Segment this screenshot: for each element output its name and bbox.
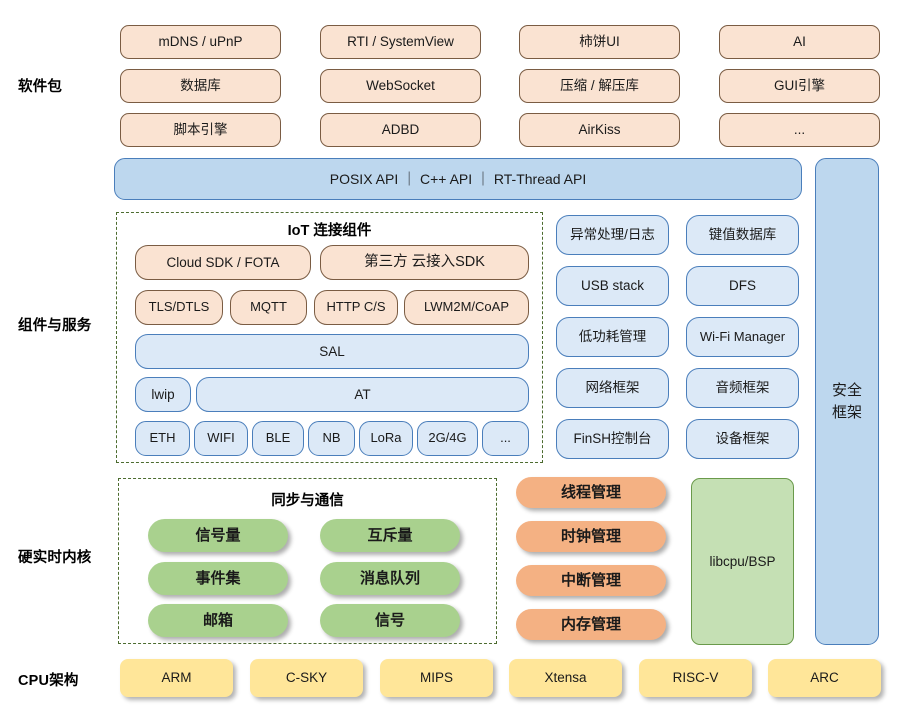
- package-box[interactable]: 脚本引擎: [120, 113, 281, 147]
- cpu-arch-box[interactable]: ARM: [120, 659, 233, 697]
- kernel-manager-box[interactable]: 线程管理: [516, 477, 666, 508]
- cpu-arch-box[interactable]: MIPS: [380, 659, 493, 697]
- kernel-manager-box[interactable]: 时钟管理: [516, 521, 666, 552]
- cpu-arch-box[interactable]: Xtensa: [509, 659, 622, 697]
- component-box[interactable]: FinSH控制台: [556, 419, 669, 459]
- iot-protocol-box[interactable]: TLS/DTLS: [135, 290, 223, 325]
- kernel-manager-box[interactable]: 中断管理: [516, 565, 666, 596]
- row-label-software-packages: 软件包: [18, 79, 63, 95]
- component-box[interactable]: 低功耗管理: [556, 317, 669, 357]
- component-box[interactable]: 异常处理/日志: [556, 215, 669, 255]
- package-box[interactable]: RTI / SystemView: [320, 25, 481, 59]
- package-box[interactable]: WebSocket: [320, 69, 481, 103]
- cpu-arch-box[interactable]: RISC-V: [639, 659, 752, 697]
- libcpu-bsp-box[interactable]: libcpu/BSP: [691, 478, 794, 645]
- component-box[interactable]: DFS: [686, 266, 799, 306]
- iot-sdk-box[interactable]: Cloud SDK / FOTA: [135, 245, 311, 280]
- iot-sal-box[interactable]: SAL: [135, 334, 529, 369]
- security-framework-column[interactable]: 安全 框架: [815, 158, 879, 645]
- package-box[interactable]: mDNS / uPnP: [120, 25, 281, 59]
- sync-box[interactable]: 消息队列: [320, 562, 460, 595]
- iot-link-box[interactable]: BLE: [252, 421, 304, 456]
- row-label-components-services: 组件与服务: [18, 318, 92, 334]
- iot-link-box[interactable]: LoRa: [359, 421, 413, 456]
- package-box[interactable]: 数据库: [120, 69, 281, 103]
- iot-link-box[interactable]: NB: [308, 421, 355, 456]
- sync-group-frame: [118, 478, 497, 644]
- component-box[interactable]: 键值数据库: [686, 215, 799, 255]
- iot-group-frame: [116, 212, 543, 463]
- iot-link-box[interactable]: ...: [482, 421, 529, 456]
- sync-box[interactable]: 邮箱: [148, 604, 288, 637]
- iot-link-box[interactable]: 2G/4G: [417, 421, 478, 456]
- sync-box[interactable]: 互斥量: [320, 519, 460, 552]
- iot-protocol-box[interactable]: MQTT: [230, 290, 307, 325]
- iot-link-box[interactable]: ETH: [135, 421, 190, 456]
- component-box[interactable]: 音频框架: [686, 368, 799, 408]
- row-label-hard-realtime-kernel: 硬实时内核: [18, 550, 92, 566]
- package-box[interactable]: 压缩 / 解压库: [519, 69, 680, 103]
- iot-protocol-box[interactable]: LWM2M/CoAP: [404, 290, 529, 325]
- row-label-cpu-architecture: CPU架构: [18, 673, 79, 689]
- iot-protocol-box[interactable]: HTTP C/S: [314, 290, 398, 325]
- package-box[interactable]: 柿饼UI: [519, 25, 680, 59]
- component-box[interactable]: 设备框架: [686, 419, 799, 459]
- package-box[interactable]: AI: [719, 25, 880, 59]
- api-bar[interactable]: POSIX API ｜ C++ API ｜ RT-Thread API: [114, 158, 802, 200]
- iot-sdk-box[interactable]: 第三方 云接入SDK: [320, 245, 529, 280]
- cpu-arch-box[interactable]: C-SKY: [250, 659, 363, 697]
- package-box[interactable]: AirKiss: [519, 113, 680, 147]
- kernel-manager-box[interactable]: 内存管理: [516, 609, 666, 640]
- sync-group-title: 同步与通信: [271, 493, 344, 509]
- sync-box[interactable]: 信号量: [148, 519, 288, 552]
- iot-link-box[interactable]: WIFI: [194, 421, 248, 456]
- sync-box[interactable]: 信号: [320, 604, 460, 637]
- package-box[interactable]: ADBD: [320, 113, 481, 147]
- component-box[interactable]: 网络框架: [556, 368, 669, 408]
- cpu-arch-box[interactable]: ARC: [768, 659, 881, 697]
- package-box[interactable]: ...: [719, 113, 880, 147]
- sync-box[interactable]: 事件集: [148, 562, 288, 595]
- iot-at-box[interactable]: AT: [196, 377, 529, 412]
- component-box[interactable]: Wi-Fi Manager: [686, 317, 799, 357]
- package-box[interactable]: GUI引擎: [719, 69, 880, 103]
- security-framework-label-line1: 安全: [831, 381, 862, 399]
- iot-group-title: IoT 连接组件: [287, 223, 372, 239]
- security-framework-label-line2: 框架: [831, 403, 862, 421]
- iot-lwip-box[interactable]: lwip: [135, 377, 191, 412]
- component-box[interactable]: USB stack: [556, 266, 669, 306]
